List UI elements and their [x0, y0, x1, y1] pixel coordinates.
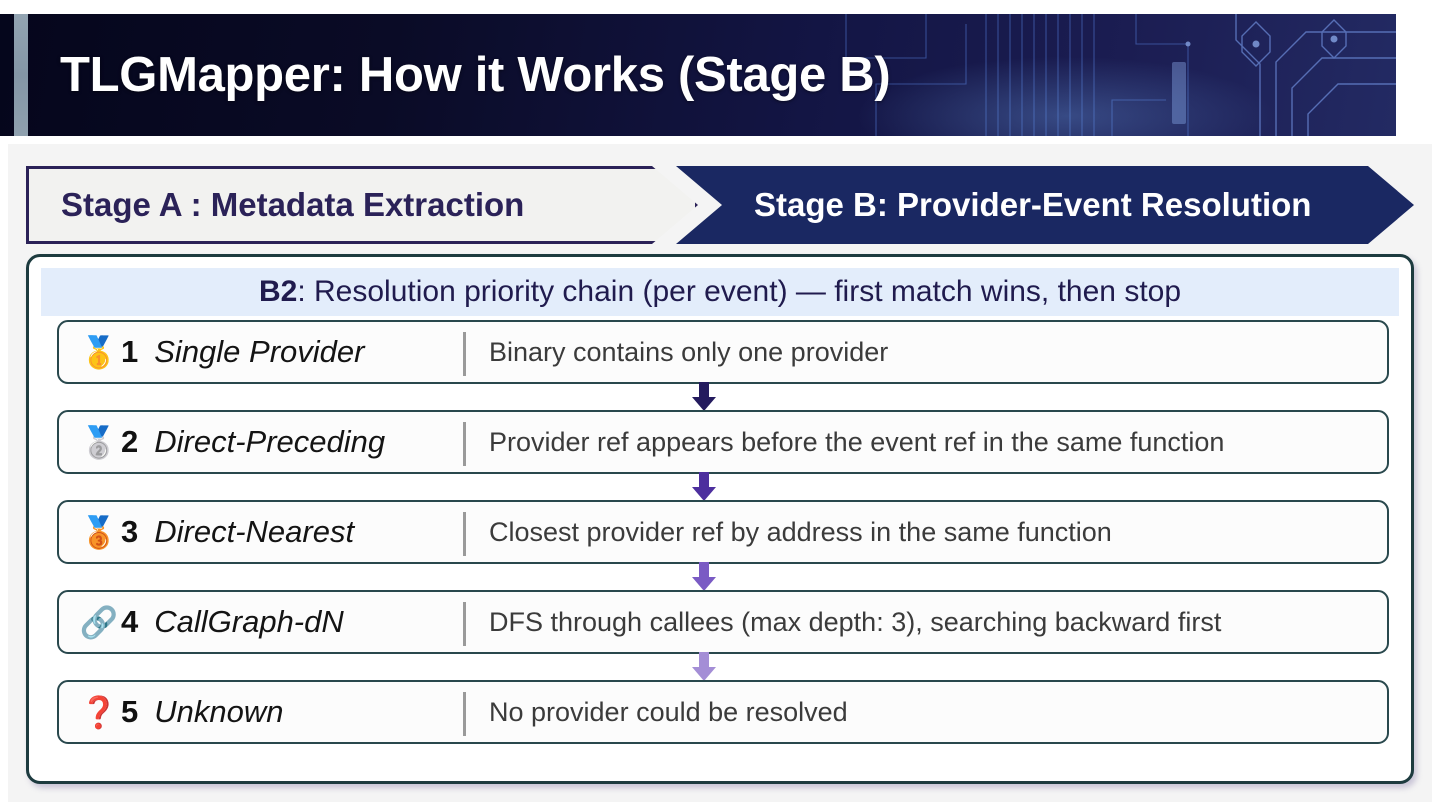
chain-step-4: 🔗 4 CallGraph-dN DFS through callees (ma…	[41, 590, 1405, 654]
down-arrow-icon	[692, 652, 716, 681]
priority-chain-list: 🥇 1 Single Provider Binary contains only…	[41, 320, 1405, 744]
chain-step-2: 🥈 2 Direct-Preceding Provider ref appear…	[41, 410, 1405, 474]
chain-row-name: Unknown	[154, 694, 284, 729]
chain-row-name: Direct-Preceding	[154, 424, 386, 459]
chain-row-number: 4	[121, 604, 139, 639]
chain-step-5: ❓ 5 Unknown No provider could be resolve…	[41, 680, 1405, 744]
bronze-medal-icon: 🥉	[79, 514, 119, 550]
down-arrow-icon	[692, 382, 716, 411]
connector-gap-4	[41, 652, 1405, 681]
row-divider	[463, 692, 466, 736]
chain-row[interactable]: ❓ 5 Unknown No provider could be resolve…	[57, 680, 1389, 744]
down-arrow-icon	[692, 472, 716, 501]
chain-row-number: 3	[121, 514, 139, 549]
b2-header-text: B2: Resolution priority chain (per event…	[259, 275, 1181, 309]
chain-row-number: 2	[121, 424, 139, 459]
chain-row[interactable]: 🔗 4 CallGraph-dN DFS through callees (ma…	[57, 590, 1389, 654]
chain-row[interactable]: 🥉 3 Direct-Nearest Closest provider ref …	[57, 500, 1389, 564]
circuit-board-pattern-icon	[845, 14, 1396, 136]
content-panel: Stage A : Metadata Extraction Stage B: P…	[8, 144, 1432, 802]
chain-row[interactable]: 🥈 2 Direct-Preceding Provider ref appear…	[57, 410, 1389, 474]
chain-step-1: 🥇 1 Single Provider Binary contains only…	[41, 320, 1405, 384]
chain-row-description: Provider ref appears before the event re…	[489, 426, 1225, 457]
down-arrow-icon	[692, 562, 716, 591]
stage-a-chevron[interactable]: Stage A : Metadata Extraction	[26, 166, 698, 244]
chain-step-3: 🥉 3 Direct-Nearest Closest provider ref …	[41, 500, 1405, 564]
header-glow	[856, 56, 1276, 136]
chain-row-description: No provider could be resolved	[489, 696, 848, 727]
stage-b-label: Stage B: Provider-Event Resolution	[754, 186, 1312, 223]
stage-progress-bar: Stage A : Metadata Extraction Stage B: P…	[26, 166, 1414, 244]
chain-row-number: 1	[121, 334, 139, 369]
gold-medal-icon: 🥇	[79, 334, 119, 370]
resolution-chain-card: B2: Resolution priority chain (per event…	[26, 254, 1414, 784]
silver-medal-icon: 🥈	[79, 424, 119, 460]
chain-row-description: DFS through callees (max depth: 3), sear…	[489, 606, 1222, 637]
header-accent-bar	[14, 14, 28, 136]
title-banner: TLGMapper: How it Works (Stage B)	[0, 14, 1396, 136]
b2-rest: : Resolution priority chain (per event) …	[297, 275, 1182, 308]
stage-b-chevron[interactable]: Stage B: Provider-Event Resolution	[676, 166, 1414, 244]
row-divider	[463, 422, 466, 466]
row-divider	[463, 602, 466, 646]
connector-gap-2	[41, 472, 1405, 501]
b2-header-bar: B2: Resolution priority chain (per event…	[41, 268, 1399, 316]
link-chain-icon: 🔗	[79, 604, 119, 640]
chain-row-name: Single Provider	[154, 334, 365, 369]
page-title: TLGMapper: How it Works (Stage B)	[60, 48, 891, 102]
chain-row-name: Direct-Nearest	[154, 514, 355, 549]
chain-row-name: CallGraph-dN	[154, 604, 344, 639]
stage-a-label: Stage A : Metadata Extraction	[61, 186, 525, 223]
row-divider	[463, 332, 466, 376]
chain-row-number: 5	[121, 694, 139, 729]
connector-gap-3	[41, 562, 1405, 591]
b2-prefix: B2	[258, 275, 298, 308]
question-mark-icon: ❓	[79, 694, 119, 730]
row-divider	[463, 512, 466, 556]
chain-row-description: Closest provider ref by address in the s…	[489, 516, 1112, 547]
chain-row[interactable]: 🥇 1 Single Provider Binary contains only…	[57, 320, 1389, 384]
chain-row-description: Binary contains only one provider	[489, 336, 889, 367]
connector-gap-1	[41, 382, 1405, 411]
